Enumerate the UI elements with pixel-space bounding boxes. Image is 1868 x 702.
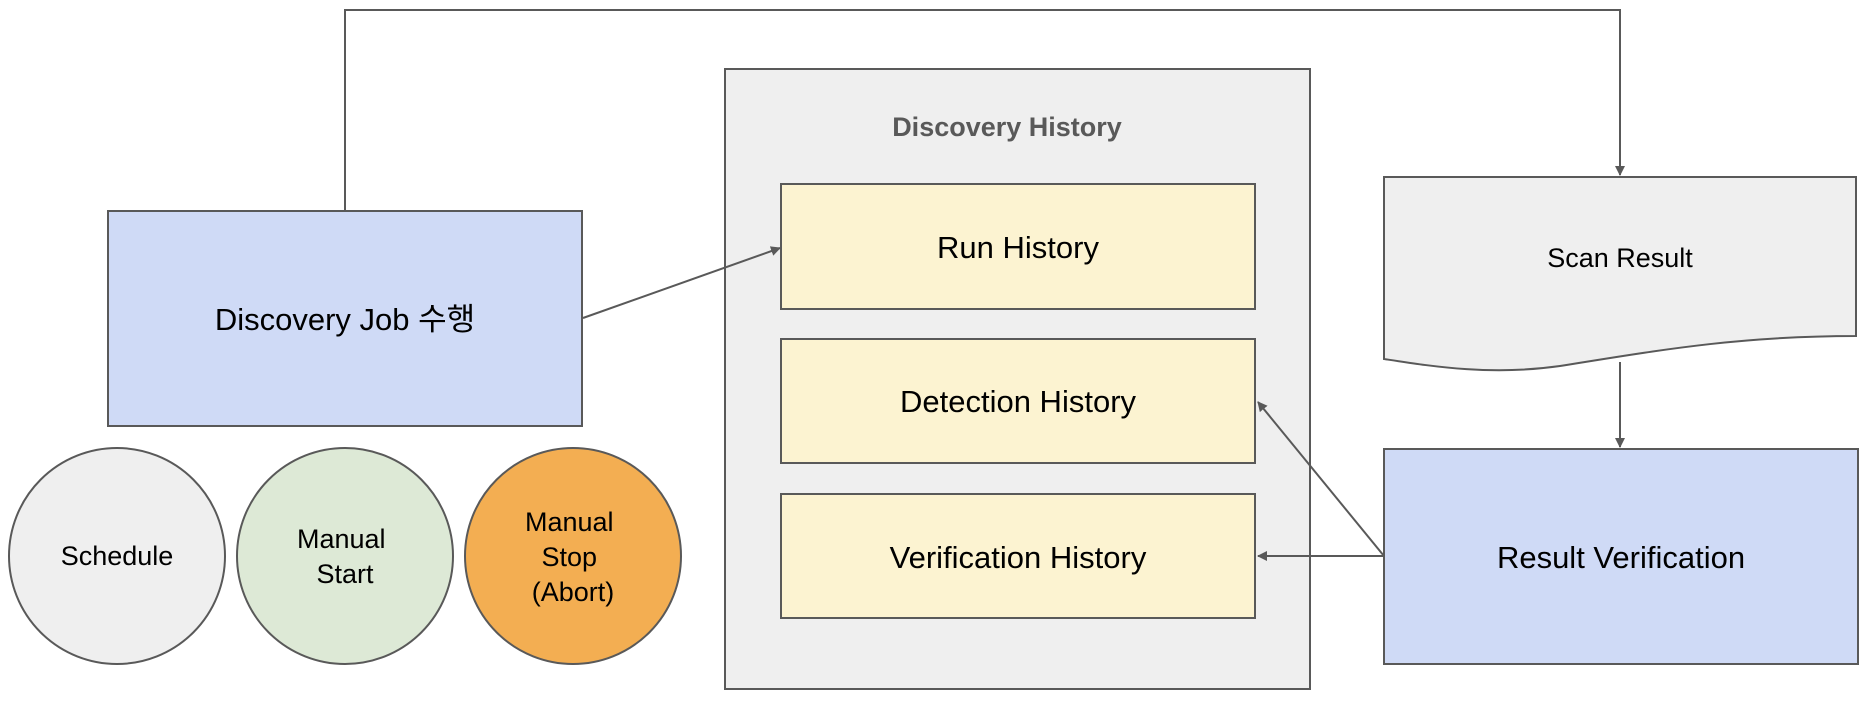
schedule-label: Schedule bbox=[61, 541, 174, 571]
verification-history-label: Verification History bbox=[890, 540, 1147, 575]
run-history-label: Run History bbox=[937, 230, 1099, 265]
manual-start-line-2: Start bbox=[316, 559, 374, 589]
verification-history-box bbox=[780, 493, 1256, 619]
schedule-circle bbox=[8, 447, 226, 665]
manual-stop-label: Manual Stop (Abort) bbox=[525, 507, 621, 607]
scan-result-label: Scan Result bbox=[1547, 243, 1693, 273]
discovery-job-label: Discovery Job 수행 bbox=[215, 302, 475, 337]
discovery-history-title: Discovery History bbox=[892, 112, 1122, 142]
job-to-scan-result-connector bbox=[344, 9, 1625, 211]
manual-stop-line-2: Stop bbox=[541, 542, 597, 572]
result-verification-label: Result Verification bbox=[1497, 540, 1745, 575]
run-history-box bbox=[780, 183, 1256, 310]
manual-stop-circle bbox=[464, 447, 682, 665]
result-verification-box bbox=[1383, 448, 1859, 665]
discovery-job-box bbox=[107, 210, 583, 427]
manual-start-line-1: Manual bbox=[297, 524, 386, 554]
detection-history-box bbox=[780, 338, 1256, 464]
manual-start-label: Manual Start bbox=[297, 524, 393, 589]
verification-to-detection-history-arrow bbox=[1257, 401, 1385, 557]
scan-result-document bbox=[1383, 176, 1857, 372]
manual-start-circle bbox=[236, 447, 454, 665]
detection-history-label: Detection History bbox=[900, 384, 1137, 419]
manual-stop-line-3: (Abort) bbox=[532, 577, 615, 607]
manual-stop-line-1: Manual bbox=[525, 507, 614, 537]
job-to-run-history-arrow bbox=[582, 246, 781, 319]
